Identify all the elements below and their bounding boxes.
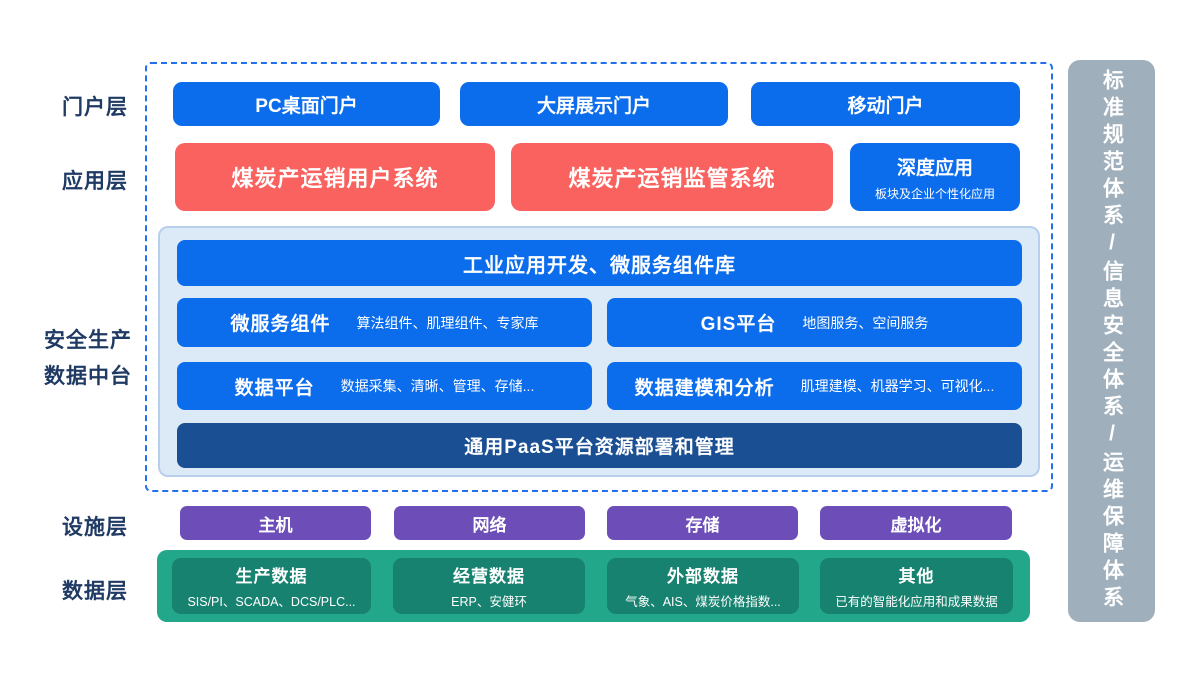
platform-bar-industrial-app: 工业应用开发、微服务组件库 <box>177 240 1022 286</box>
facility-block-storage: 存储 <box>607 506 798 540</box>
production-data-title: 生产数据 <box>235 567 308 586</box>
external-data-subtitle: 气象、AIS、煤炭价格指数... <box>625 595 781 609</box>
facility-block-network: 网络 <box>394 506 585 540</box>
data-platform-desc: 数据采集、清晰、管理、存储... <box>340 378 535 394</box>
gis-title: GIS平台 <box>700 314 777 335</box>
external-data-title: 外部数据 <box>667 567 739 586</box>
data-layer-container: 生产数据 SIS/PI、SCADA、DCS/PLC... 经营数据 ERP、安健… <box>157 550 1030 622</box>
microservice-title: 微服务组件 <box>230 314 331 335</box>
layer-label-data: 数据层 <box>62 580 128 603</box>
layer-label-application: 应用层 <box>62 170 128 193</box>
data-card-external: 外部数据 气象、AIS、煤炭价格指数... <box>607 558 799 614</box>
layer-label-data-platform-line2: 数据中台 <box>44 364 132 388</box>
data-platform-panel: 工业应用开发、微服务组件库 微服务组件 算法组件、肌理组件、专家库 GIS平台 … <box>158 226 1040 477</box>
portal-block-pc-desktop: PC桌面门户 <box>173 82 440 126</box>
portal-block-big-screen: 大屏展示门户 <box>460 82 728 126</box>
layer-label-data-platform: 安全生产 数据中台 <box>22 323 154 394</box>
gis-desc: 地图服务、空间服务 <box>802 314 929 331</box>
app-block-deep-application: 深度应用 板块及企业个性化应用 <box>850 143 1020 211</box>
production-data-subtitle: SIS/PI、SCADA、DCS/PLC... <box>187 595 356 609</box>
layer-label-data-platform-line1: 安全生产 <box>44 329 132 352</box>
business-data-subtitle: ERP、安健环 <box>451 595 527 609</box>
data-platform-title: 数据平台 <box>234 377 315 399</box>
portal-block-mobile: 移动门户 <box>751 82 1020 126</box>
facility-block-host: 主机 <box>180 506 371 540</box>
data-card-other: 其他 已有的智能化应用和成果数据 <box>820 558 1013 614</box>
other-data-subtitle: 已有的智能化应用和成果数据 <box>835 595 998 609</box>
app-block-user-system: 煤炭产运销用户系统 <box>175 143 495 211</box>
data-card-production: 生产数据 SIS/PI、SCADA、DCS/PLC... <box>172 558 371 614</box>
systems-side-bar: 标准规范体系/信息安全体系/运维保障体系 <box>1068 60 1155 622</box>
modeling-desc: 肌理建模、机器学习、可视化... <box>800 378 995 394</box>
platform-cell-microservice: 微服务组件 算法组件、肌理组件、专家库 <box>177 298 592 347</box>
layer-label-facility: 设施层 <box>62 516 128 539</box>
systems-side-bar-text: 标准规范体系/信息安全体系/运维保障体系 <box>1100 69 1124 613</box>
app-block-supervision-system: 煤炭产运销监管系统 <box>511 143 833 211</box>
platform-cell-data-platform: 数据平台 数据采集、清晰、管理、存储... <box>177 362 592 410</box>
deep-application-title: 深度应用 <box>896 157 973 179</box>
platform-cell-modeling: 数据建模和分析 肌理建模、机器学习、可视化... <box>607 362 1022 410</box>
layer-label-portal: 门户层 <box>62 96 128 119</box>
business-data-title: 经营数据 <box>453 567 525 586</box>
facility-block-virtualization: 虚拟化 <box>820 506 1012 540</box>
dashed-boundary-frame <box>145 62 1053 492</box>
microservice-desc: 算法组件、肌理组件、专家库 <box>356 314 539 331</box>
platform-cell-gis: GIS平台 地图服务、空间服务 <box>607 298 1022 347</box>
deep-application-subtitle: 板块及企业个性化应用 <box>874 186 995 201</box>
platform-bar-paas: 通用PaaS平台资源部署和管理 <box>177 423 1022 468</box>
modeling-title: 数据建模和分析 <box>634 377 775 399</box>
other-data-title: 其他 <box>898 567 935 586</box>
data-card-business: 经营数据 ERP、安健环 <box>393 558 585 614</box>
